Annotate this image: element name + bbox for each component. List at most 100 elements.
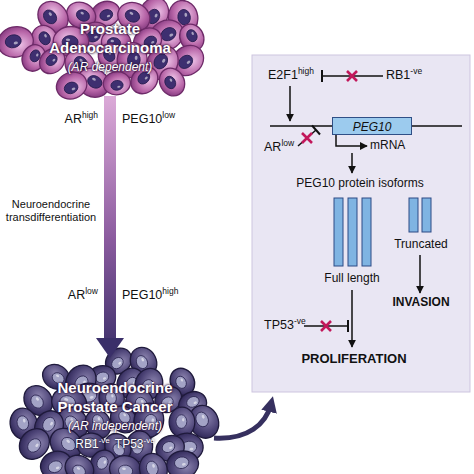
cell-body <box>169 407 195 437</box>
inhibition-line <box>298 130 316 146</box>
cell-nucleus <box>145 460 160 474</box>
block-cross <box>321 321 331 331</box>
cell-highlight <box>141 358 145 362</box>
block-cross <box>347 71 357 81</box>
cell-nucleus <box>98 8 114 22</box>
superscript: -ve <box>144 436 155 445</box>
cell <box>155 64 190 101</box>
cell-highlight <box>118 361 122 365</box>
inhibition-bar <box>321 70 323 82</box>
cell-highlight <box>161 58 166 63</box>
cell-highlight <box>169 78 173 82</box>
cell-highlight <box>169 446 173 450</box>
cell-highlight <box>23 418 26 422</box>
cell-cluster: Neuroendocrine Prostate Cancer(AR indepe… <box>15 358 215 474</box>
transdifferentiation-arrow <box>104 96 116 338</box>
cell-body <box>108 454 143 474</box>
inhibition-bar <box>347 320 349 332</box>
label-group: PEG10high <box>122 288 178 302</box>
label-group: ARlow <box>264 140 294 154</box>
label-group: TP53-ve <box>264 318 306 332</box>
cell-highlight <box>189 447 193 450</box>
cell-nucleus <box>16 415 31 432</box>
cell-highlight <box>76 466 80 470</box>
label-group: RB1-ve <box>386 68 422 82</box>
cell <box>136 450 171 474</box>
mechanism-drawing <box>270 70 462 347</box>
inhibition-bar <box>312 126 320 135</box>
label-text: PEG10 <box>122 112 162 126</box>
cell <box>60 450 99 474</box>
cell-highlight <box>52 58 56 62</box>
superscript: high <box>82 110 98 120</box>
cell-highlight <box>49 421 53 426</box>
label-text: AR <box>264 140 281 154</box>
node-text: PEG10 <box>353 120 392 134</box>
node-text: Prostate Adenocarcinoma <box>49 20 171 55</box>
label-text: E2F1 <box>268 68 298 82</box>
label-group: mRNA <box>370 139 405 153</box>
label-group: PEG10 protein isoforms <box>296 177 423 191</box>
curved-arrow <box>214 404 271 438</box>
cell-highlight <box>135 56 138 60</box>
cell-highlight <box>106 14 110 17</box>
cell-body <box>136 450 171 474</box>
label-group: ARlow <box>68 288 98 302</box>
label-text: Full length <box>324 271 379 285</box>
mechanism-panel <box>252 55 470 392</box>
cell-highlight <box>201 414 205 419</box>
label-group: Truncated <box>394 238 448 252</box>
cell-highlight <box>35 397 39 402</box>
label-text: Truncated <box>394 237 448 251</box>
cell-highlight <box>92 77 97 81</box>
cell-highlight <box>186 60 191 65</box>
label-text: TP53 <box>264 318 294 332</box>
cell-body <box>164 448 200 474</box>
cell-nucleus <box>176 53 195 72</box>
label-text: Neuroendocrine transdifferentiation <box>6 198 96 223</box>
cell-highlight <box>182 418 184 422</box>
node-text: RB1 <box>75 437 98 451</box>
cell-highlight <box>184 13 187 18</box>
cell-highlight <box>13 41 18 45</box>
cell-highlight <box>180 378 183 382</box>
cell-nucleus <box>194 410 211 429</box>
cell-nucleus <box>110 80 123 91</box>
cell-highlight <box>191 31 194 35</box>
cell-highlight <box>66 439 71 444</box>
label-group: PROLIFERATION <box>301 352 406 367</box>
label-text: RB1 <box>386 68 410 82</box>
superscript: -ve <box>410 66 422 76</box>
cell-highlight <box>182 463 186 466</box>
label-group: Neuroendocrine transdifferentiation <box>2 198 100 223</box>
cell-highlight <box>193 401 197 405</box>
cell-body <box>60 450 99 474</box>
cell <box>164 448 200 474</box>
node-text: (AR independent) <box>68 419 162 433</box>
superscript: -ve <box>294 316 306 326</box>
superscript: high <box>298 66 314 76</box>
label-text: PEG10 protein isoforms <box>296 176 423 190</box>
cell-nucleus <box>71 463 88 474</box>
node-text: TP53 <box>115 437 144 451</box>
cell-highlight <box>80 11 84 15</box>
cell-nucleus <box>28 393 46 411</box>
cell-highlight <box>56 374 60 378</box>
superscript: low <box>85 286 98 296</box>
cell-nucleus <box>41 7 60 26</box>
cell-nucleus <box>163 74 178 90</box>
cell-nucleus <box>47 459 64 474</box>
protein-isoform-bar <box>348 198 357 266</box>
cell-body <box>155 64 190 101</box>
label-group: ARhigh <box>65 112 98 126</box>
superscript: low <box>281 138 294 148</box>
cell-nucleus <box>118 464 134 474</box>
block-cross <box>302 133 312 143</box>
label-group: Full length <box>324 272 379 286</box>
superscript: high <box>162 286 178 296</box>
cell-highlight <box>144 76 148 80</box>
cell-nucleus <box>59 435 78 454</box>
protein-isoform-bar <box>334 198 343 266</box>
adenocarcinoma-cells <box>0 0 210 103</box>
